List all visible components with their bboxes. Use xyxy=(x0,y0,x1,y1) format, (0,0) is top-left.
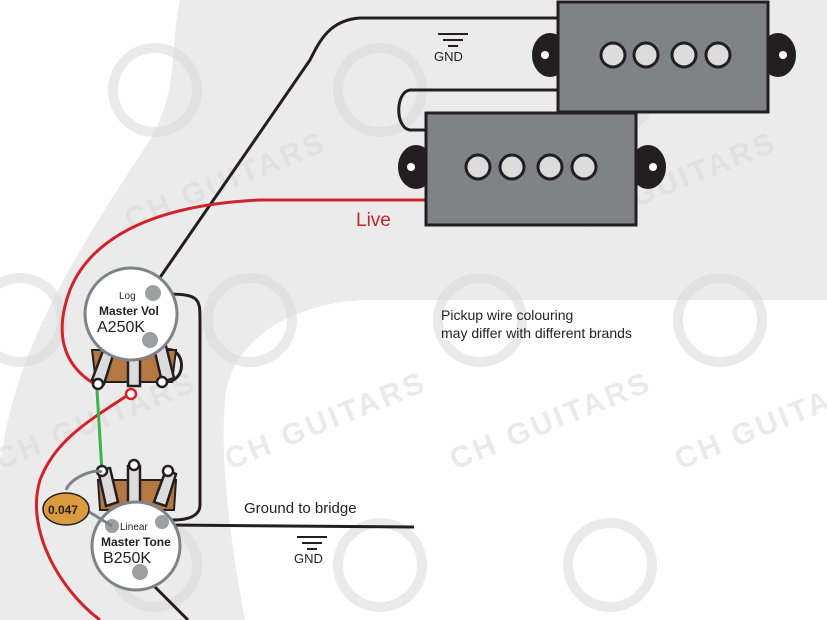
capacitor: 0.047 xyxy=(42,469,113,528)
note-line-1: Pickup wire colouring xyxy=(441,307,573,323)
ground-symbol-top xyxy=(438,33,468,47)
capacitor-value: 0.047 xyxy=(48,503,78,517)
ground-loop-wire xyxy=(167,292,202,522)
pickup-top xyxy=(532,0,796,114)
ground-to-bridge-label: Ground to bridge xyxy=(244,500,357,517)
live-wire xyxy=(60,198,426,388)
pot-solder-spot xyxy=(155,515,169,529)
pickup-cover xyxy=(424,111,638,227)
pole-pieces xyxy=(599,41,732,69)
vol-pot-value: A250K xyxy=(97,319,145,336)
pickup-bottom xyxy=(398,111,666,227)
watermark-text: CH GUITARS xyxy=(220,366,431,477)
pole-pieces xyxy=(464,153,598,181)
pot-link-wire xyxy=(95,389,104,473)
pickup-ear-right xyxy=(630,145,666,189)
watermark-text: CH GUITARS xyxy=(445,366,656,477)
watermark-text: CH GUITARS xyxy=(670,366,827,477)
pot-solder-spot xyxy=(132,564,148,580)
tone-pot: Linear Master Tone B250K xyxy=(90,458,182,592)
ground-wire-pickup xyxy=(148,16,558,293)
vol-pot-name: Master Vol xyxy=(99,304,159,318)
tone-pot-taper: Linear xyxy=(120,522,148,533)
bridge-ground-wire xyxy=(169,523,415,529)
live-label: Live xyxy=(356,210,391,231)
note-line-2: may differ with different brands xyxy=(441,325,632,341)
tone-output-wire xyxy=(35,393,129,620)
pot-solder-spot xyxy=(145,285,161,301)
ground-symbol-bottom xyxy=(297,536,327,550)
volume-pot: Log Master Vol A250K xyxy=(83,266,179,401)
capacitor-body xyxy=(42,492,90,526)
pickup-cover xyxy=(556,0,770,114)
gnd-label-top: GND xyxy=(434,49,463,64)
tone-pot-name: Master Tone xyxy=(101,535,171,549)
tone-pot-value: B250K xyxy=(103,550,151,567)
pickup-link-wire xyxy=(397,88,560,132)
vol-pot-taper: Log xyxy=(119,291,136,302)
pot-solder-spot xyxy=(142,332,158,348)
gnd-label-bottom: GND xyxy=(294,551,323,566)
